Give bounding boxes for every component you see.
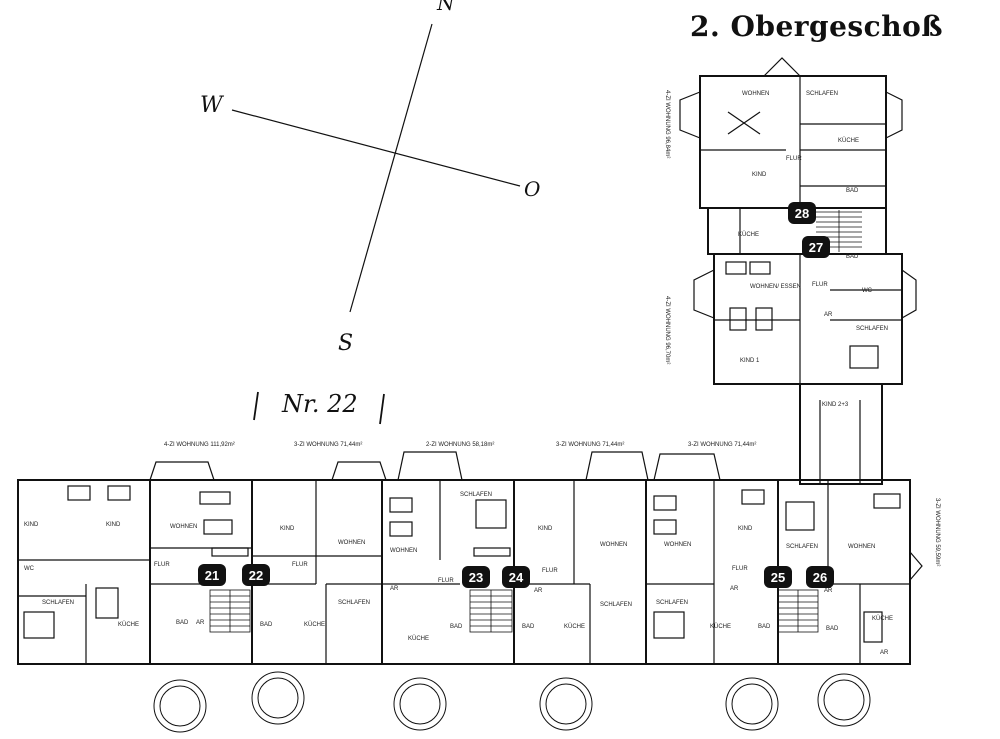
room-label: KIND xyxy=(738,526,753,532)
badge-23[interactable]: 23 xyxy=(462,566,490,588)
room-label: AR xyxy=(824,588,833,594)
svg-text:28: 28 xyxy=(795,206,809,221)
room-label: BAD xyxy=(176,620,189,626)
svg-text:27: 27 xyxy=(809,240,823,255)
apartment-header-2: 3-ZI WOHNUNG 71,44m² xyxy=(294,442,362,448)
room-label: SCHLAFEN xyxy=(856,326,888,332)
room-label: AR xyxy=(824,312,833,318)
room-label: SCHLAFEN xyxy=(600,602,632,608)
svg-text:24: 24 xyxy=(509,570,524,585)
apartment-header-4: 3-ZI WOHNUNG 71,44m² xyxy=(556,442,624,448)
room-label: WOHNEN xyxy=(338,540,365,546)
room-label: KIND xyxy=(106,522,121,528)
badge-26[interactable]: 26 xyxy=(806,566,834,588)
room-label: FLUR xyxy=(786,156,802,162)
badge-25[interactable]: 25 xyxy=(764,566,792,588)
room-label: FLUR xyxy=(812,282,828,288)
room-label: WC xyxy=(862,288,873,294)
compass-ns-line xyxy=(349,23,433,313)
side-label-1: 4-ZI WOHNUNG 96,84m² xyxy=(664,90,670,158)
svg-text:22: 22 xyxy=(249,568,263,583)
room-label: SCHLAFEN xyxy=(460,492,492,498)
room-label: BAD xyxy=(826,626,839,632)
room-label: BAD xyxy=(758,624,771,630)
room-label: KÜCHE xyxy=(738,231,759,238)
room-label: FLUR xyxy=(732,566,748,572)
room-label: AR xyxy=(534,588,543,594)
room-label: KÜCHE xyxy=(118,621,139,628)
room-label: KIND 1 xyxy=(740,358,760,364)
room-label: SCHLAFEN xyxy=(656,600,688,606)
page-title: 2. Obergeschoß xyxy=(690,10,944,43)
room-label: KÜCHE xyxy=(408,635,429,642)
room-label: AR xyxy=(730,586,739,592)
room-label: WOHNEN xyxy=(390,548,417,554)
tree-row xyxy=(153,671,871,733)
badge-21[interactable]: 21 xyxy=(198,564,226,586)
room-label: KÜCHE xyxy=(710,623,731,630)
room-label: WC xyxy=(24,566,35,572)
room-label: KÜCHE xyxy=(838,137,859,144)
room-label: KÜCHE xyxy=(872,615,893,622)
room-label: FLUR xyxy=(154,562,170,568)
svg-text:25: 25 xyxy=(771,570,785,585)
compass-west: W xyxy=(200,93,225,118)
room-label: WOHNEN xyxy=(600,542,627,548)
room-label: KIND xyxy=(752,172,767,178)
main-block xyxy=(17,479,911,665)
room-label: BAD xyxy=(522,624,535,630)
room-label: FLUR xyxy=(292,562,308,568)
building-label: Nr. 22 xyxy=(281,390,358,418)
compass-south: S xyxy=(338,331,353,356)
room-label: SCHLAFEN xyxy=(338,600,370,606)
room-label: BAD xyxy=(260,622,273,628)
room-label: WOHNEN xyxy=(170,524,197,530)
room-label: FLUR xyxy=(542,568,558,574)
apartment-header-3: 2-ZI WOHNUNG 58,18m² xyxy=(426,442,494,448)
room-label: KIND xyxy=(538,526,553,532)
room-label: KIND xyxy=(280,526,295,532)
room-label: KIND xyxy=(24,522,39,528)
room-label: FLUR xyxy=(438,578,454,584)
badge-27[interactable]: 27 xyxy=(802,236,830,258)
room-label: AR xyxy=(196,620,205,626)
room-label: KIND 2+3 xyxy=(822,402,849,408)
room-label: KÜCHE xyxy=(564,623,585,630)
room-label: SCHLAFEN xyxy=(806,91,838,97)
compass-east: O xyxy=(524,177,540,201)
room-label: WOHNEN xyxy=(664,542,691,548)
side-label-2: 4-ZI WOHNUNG 96,70m² xyxy=(664,296,670,364)
side-label-3: 3-ZI WOHNUNG 59,59m² xyxy=(934,498,940,566)
room-label: AR xyxy=(880,650,889,656)
compass-wo-line xyxy=(231,109,521,187)
badge-24[interactable]: 24 xyxy=(502,566,530,588)
apartment-header-5: 3-ZI WOHNUNG 71,44m² xyxy=(688,442,756,448)
room-label: WOHNEN xyxy=(742,91,769,97)
svg-text:21: 21 xyxy=(205,568,219,583)
room-label: KÜCHE xyxy=(304,621,325,628)
room-label: BAD xyxy=(450,624,463,630)
svg-text:23: 23 xyxy=(469,570,483,585)
badge-22[interactable]: 22 xyxy=(242,564,270,586)
room-label: BAD xyxy=(846,254,859,260)
room-label: WOHNEN/ ESSEN xyxy=(750,284,801,290)
compass-north: N xyxy=(436,0,456,15)
room-label: BAD xyxy=(846,188,859,194)
room-label: SCHLAFEN xyxy=(42,600,74,606)
room-label: AR xyxy=(390,586,399,592)
room-label: SCHLAFEN xyxy=(786,544,818,550)
connector-wing xyxy=(799,383,883,485)
svg-text:26: 26 xyxy=(813,570,827,585)
badge-28[interactable]: 28 xyxy=(788,202,816,224)
room-label: WOHNEN xyxy=(848,544,875,550)
apartment-header-1: 4-ZI WOHNUNG 111,92m² xyxy=(164,442,235,448)
